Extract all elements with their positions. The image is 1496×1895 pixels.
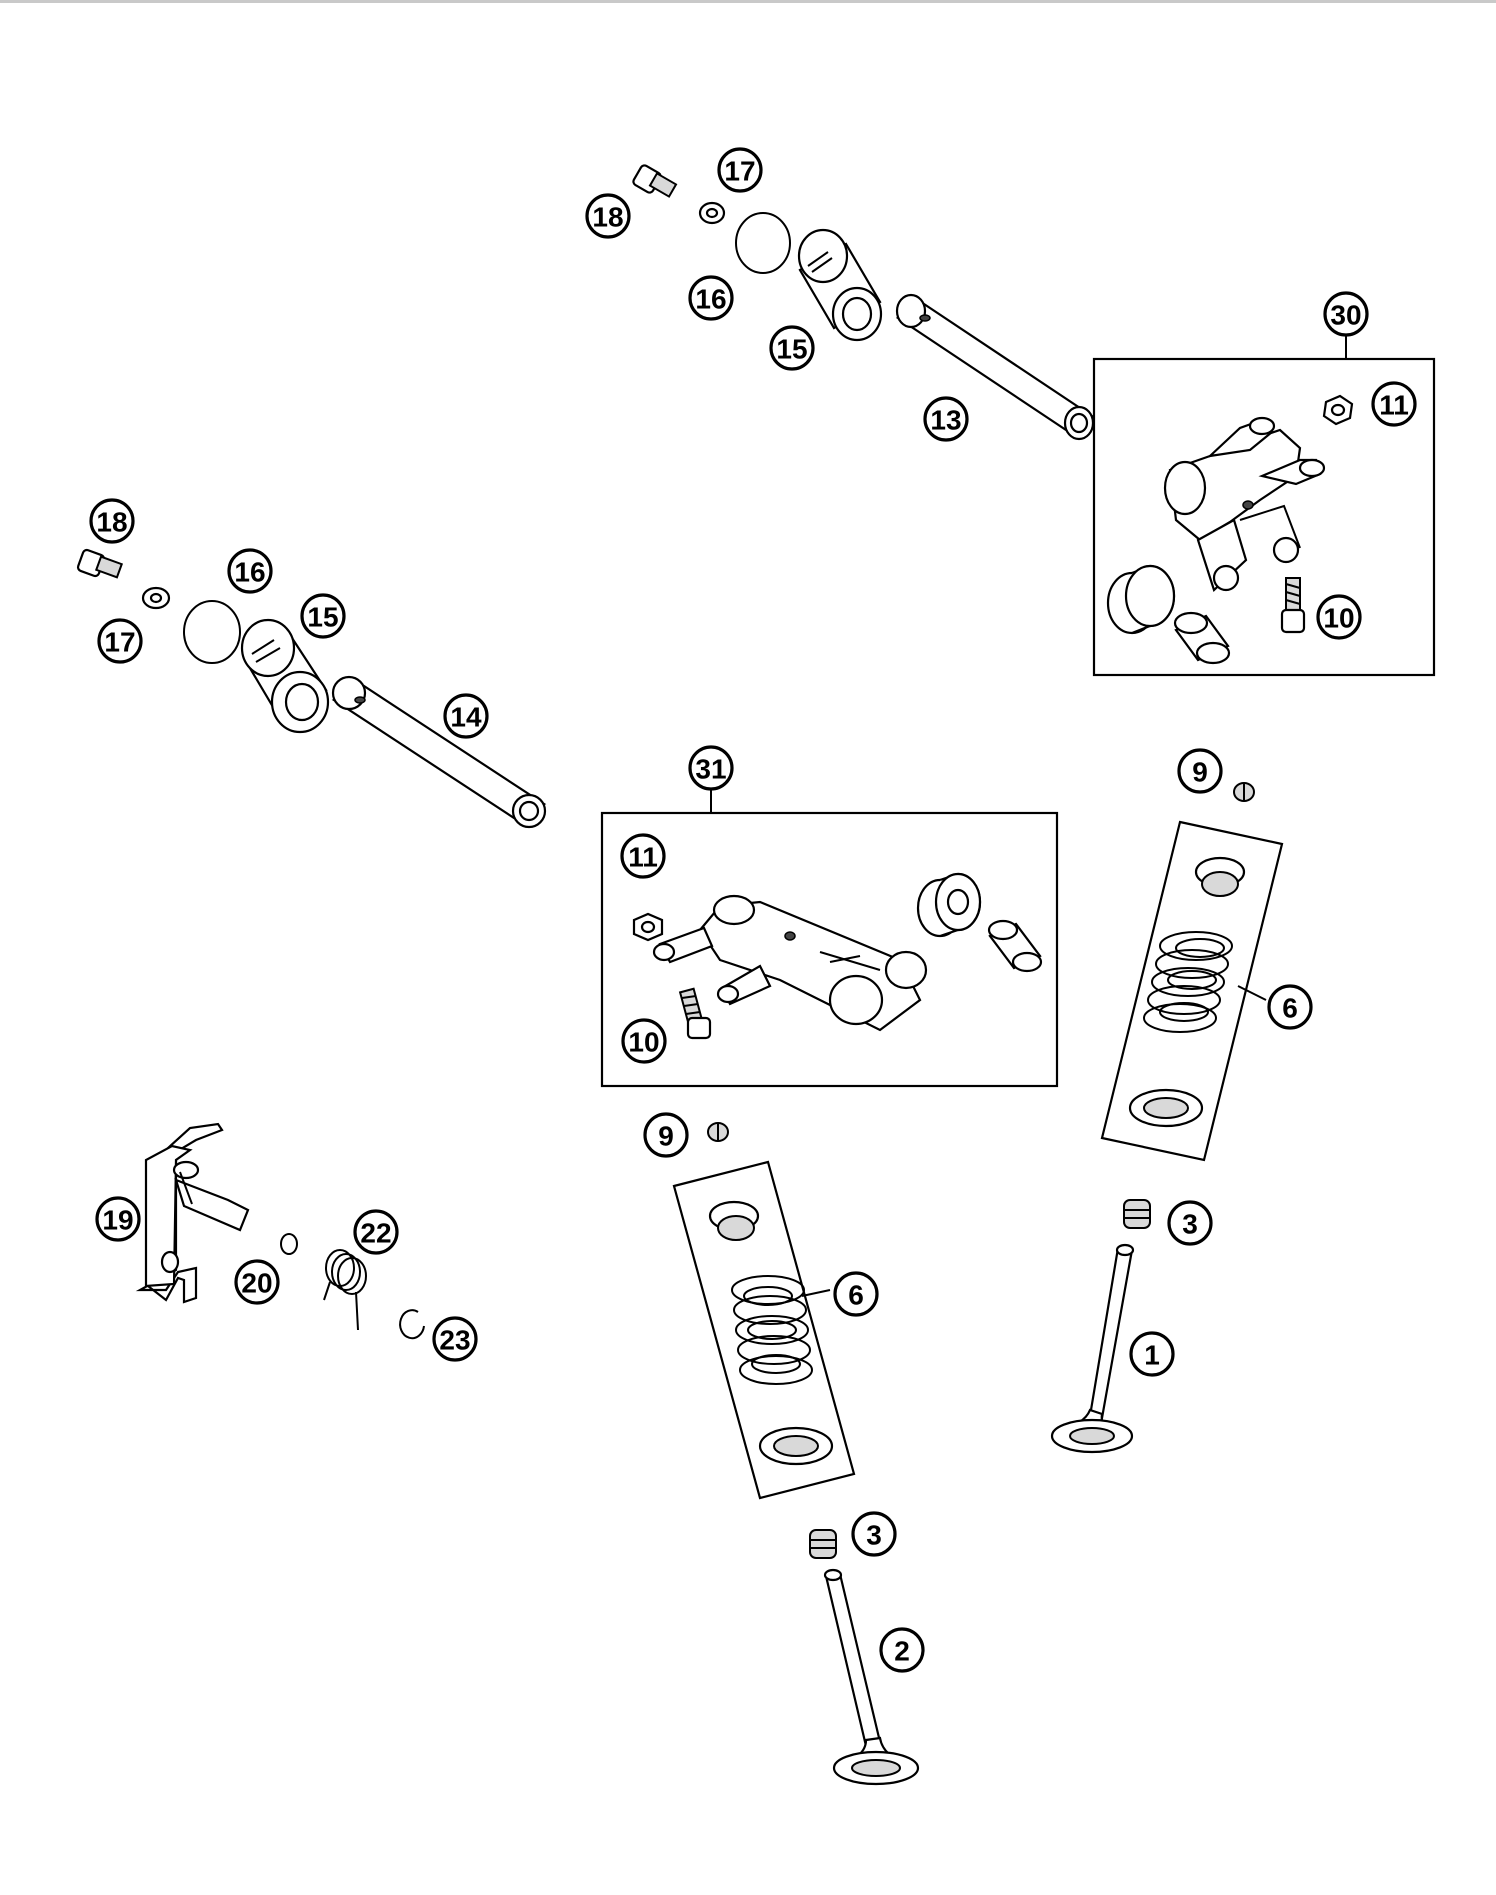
callout-label-6-right: 6: [1282, 993, 1298, 1024]
callout-label-13: 13: [930, 405, 961, 436]
callout-label-30: 30: [1330, 300, 1361, 331]
callout-16-upper: 16: [688, 275, 734, 321]
roller-30: [1106, 564, 1176, 635]
washer-17-upper: [698, 201, 726, 225]
callout-6-right: 6: [1267, 984, 1313, 1030]
o-ring-16-upper: [735, 212, 791, 274]
callout-15-left: 15: [300, 593, 346, 639]
top-rule: [0, 0, 1496, 3]
washer-17-left: [141, 586, 171, 610]
valve-2: [823, 1568, 920, 1786]
circlip-23: [399, 1309, 425, 1340]
adjuster-screw-10-box30: [1280, 577, 1306, 634]
callout-9-center: 9: [643, 1112, 689, 1158]
callout-14: 14: [443, 693, 489, 739]
rocker-arm-31: [652, 894, 928, 1032]
decompression-lever-19: [135, 1122, 250, 1304]
callout-label-2: 2: [894, 1636, 910, 1667]
torsion-spring-22: [323, 1249, 367, 1331]
rocker-shaft-13: [895, 293, 1095, 441]
valve-1: [1050, 1243, 1135, 1454]
callout-3-center: 3: [851, 1511, 897, 1557]
nut-11-box30: [1322, 394, 1354, 426]
nut-11-box31: [632, 912, 664, 942]
o-ring-16-left: [183, 600, 241, 664]
adjuster-screw-10-box31: [678, 987, 712, 1040]
callout-18-upper: 18: [585, 193, 631, 239]
callout-10-box30: 10: [1316, 594, 1362, 640]
callout-6-center: 6: [833, 1271, 879, 1317]
cotter-9-center: [707, 1122, 729, 1142]
pin-30: [1173, 611, 1231, 665]
callout-22: 22: [353, 1209, 399, 1255]
assembly-box-31: [600, 811, 1059, 1088]
callout-16-left: 16: [227, 548, 273, 594]
callout-11-box31: 11: [620, 833, 666, 879]
callout-label-3-right: 3: [1182, 1209, 1198, 1240]
callout-label-18-left: 18: [96, 507, 127, 538]
callout-label-22: 22: [360, 1218, 391, 1249]
assembly-box-30: [1092, 357, 1436, 677]
callout-20: 20: [234, 1259, 280, 1305]
callout-label-9-center: 9: [658, 1121, 674, 1152]
callout-label-11-box31: 11: [628, 842, 658, 873]
callout-label-18-upper: 18: [592, 202, 623, 233]
pin-31: [987, 919, 1043, 973]
roller-31: [916, 872, 982, 938]
callout-label-6-center: 6: [848, 1280, 864, 1311]
callout-2: 2: [879, 1627, 925, 1673]
shaft-holder-15-left: [240, 618, 330, 734]
callout-15-upper: 15: [769, 325, 815, 371]
callout-label-1: 1: [1144, 1340, 1160, 1371]
callout-17-left: 17: [97, 618, 143, 664]
callout-label-15-left: 15: [307, 602, 338, 633]
callout-30: 30: [1323, 291, 1369, 337]
callout-1: 1: [1129, 1331, 1175, 1377]
callout-label-17-left: 17: [104, 627, 135, 658]
callout-label-15-upper: 15: [776, 334, 807, 365]
cotter-9-right: [1233, 782, 1255, 802]
callout-label-10-box31: 10: [628, 1027, 659, 1058]
callout-label-19: 19: [102, 1205, 133, 1236]
callout-label-31: 31: [695, 754, 726, 785]
callout-9-right: 9: [1177, 748, 1223, 794]
callout-13: 13: [923, 396, 969, 442]
callout-31: 31: [688, 745, 734, 791]
callout-label-9-right: 9: [1192, 757, 1208, 788]
callout-label-14: 14: [450, 702, 482, 733]
callout-label-16-upper: 16: [695, 284, 726, 315]
callout-19: 19: [95, 1196, 141, 1242]
callout-label-23: 23: [439, 1325, 470, 1356]
callout-label-3-center: 3: [866, 1520, 882, 1551]
bolt-18-upper: [632, 164, 678, 198]
callout-label-17-upper: 17: [724, 156, 755, 187]
rocker-arm-30: [1163, 416, 1326, 592]
callout-23: 23: [432, 1316, 478, 1362]
callout-label-16-left: 16: [234, 557, 265, 588]
callout-17-upper: 17: [717, 147, 763, 193]
spring-kit-box-6-center: [672, 1160, 856, 1500]
shaft-holder-15-upper: [797, 228, 883, 342]
callout-11-box30: 11: [1371, 381, 1417, 427]
callout-10-box31: 10: [621, 1018, 667, 1064]
callout-3-right: 3: [1167, 1200, 1213, 1246]
callout-label-11-box30: 11: [1379, 390, 1409, 421]
ring-20: [280, 1233, 298, 1255]
callout-label-20: 20: [241, 1268, 272, 1299]
bolt-18-left: [76, 548, 124, 579]
callout-label-10-box30: 10: [1323, 603, 1354, 634]
stem-seal-3-right: [1123, 1199, 1151, 1229]
stem-seal-3-center: [809, 1529, 837, 1559]
spring-kit-box-6-right: [1100, 820, 1284, 1162]
rocker-shaft-14: [331, 675, 547, 829]
callout-18-left: 18: [89, 498, 135, 544]
